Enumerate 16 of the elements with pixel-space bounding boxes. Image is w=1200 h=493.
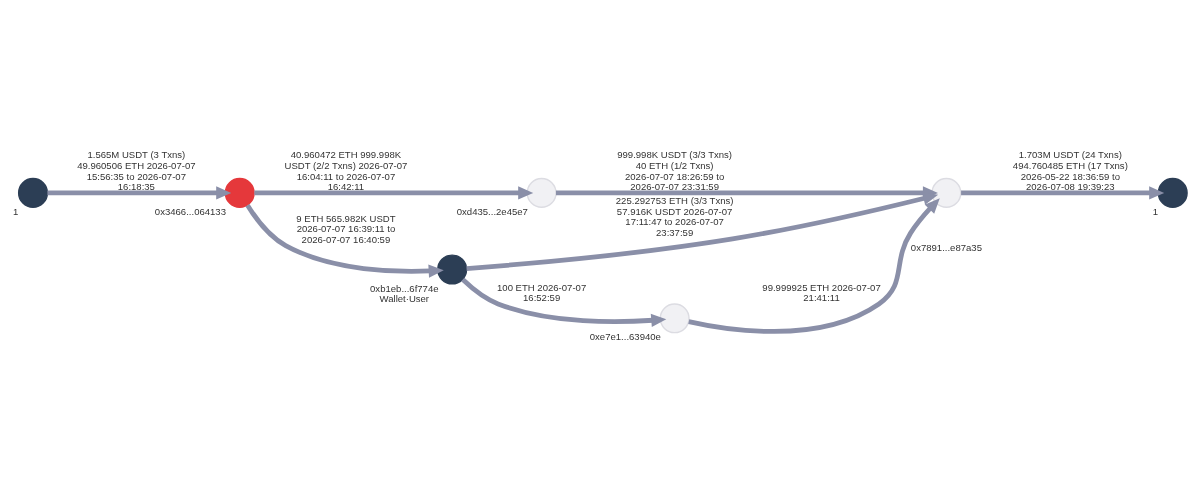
edge-label: 1.565M USDT (3 Txns) 49.960506 ETH 2026-07-07 15:56:35 to 2026-07-07 16:18:35 <box>77 148 196 192</box>
edge-label: 1.703M USDT (24 Txns) 494.760485 ETH (17 Txns) 2026-05-22 18:36:59 to 2026-07-08 19:39:23 <box>1012 148 1128 192</box>
node-label: 0xd435...2e45e7 <box>456 205 528 217</box>
edge-label: 99.999925 ETH 2026-07-07 21:41:11 <box>762 281 881 303</box>
node-label: Wallet·User <box>379 292 430 304</box>
edge-label: 40.960472 ETH 999.998K USDT (2/2 Txns) 2026-07-07 16:04:11 to 2026-07-07 16:42:11 <box>284 148 408 192</box>
node-label: 0xb1eb...6f774e <box>370 282 439 293</box>
edge-label: 100 ETH 2026-07-07 16:52:59 <box>497 281 587 303</box>
node-label: 0xe7e1...63940e <box>589 330 661 342</box>
node-label: 1 <box>13 205 19 217</box>
node-label: 0x3466...064133 <box>154 205 226 217</box>
edge-label: 225.292753 ETH (3/3 Txns) 57.916K USDT 2026-07-07 17:11:47 to 2026-07-07 23:37:59 <box>615 194 734 238</box>
edge-label: 9 ETH 565.982K USDT 2026-07-07 16:39:11 to 2026-07-07 16:40:59 <box>296 212 396 245</box>
node-label: 0x7891...e87a35 <box>910 241 982 253</box>
edge-label: 999.998K USDT (3/3 Txns) 40 ETH (1/2 Txns) 2026-07-07 18:26:59 to 2026-07-07 23:31:59 <box>617 148 733 192</box>
node-label: 1 <box>1152 205 1159 217</box>
